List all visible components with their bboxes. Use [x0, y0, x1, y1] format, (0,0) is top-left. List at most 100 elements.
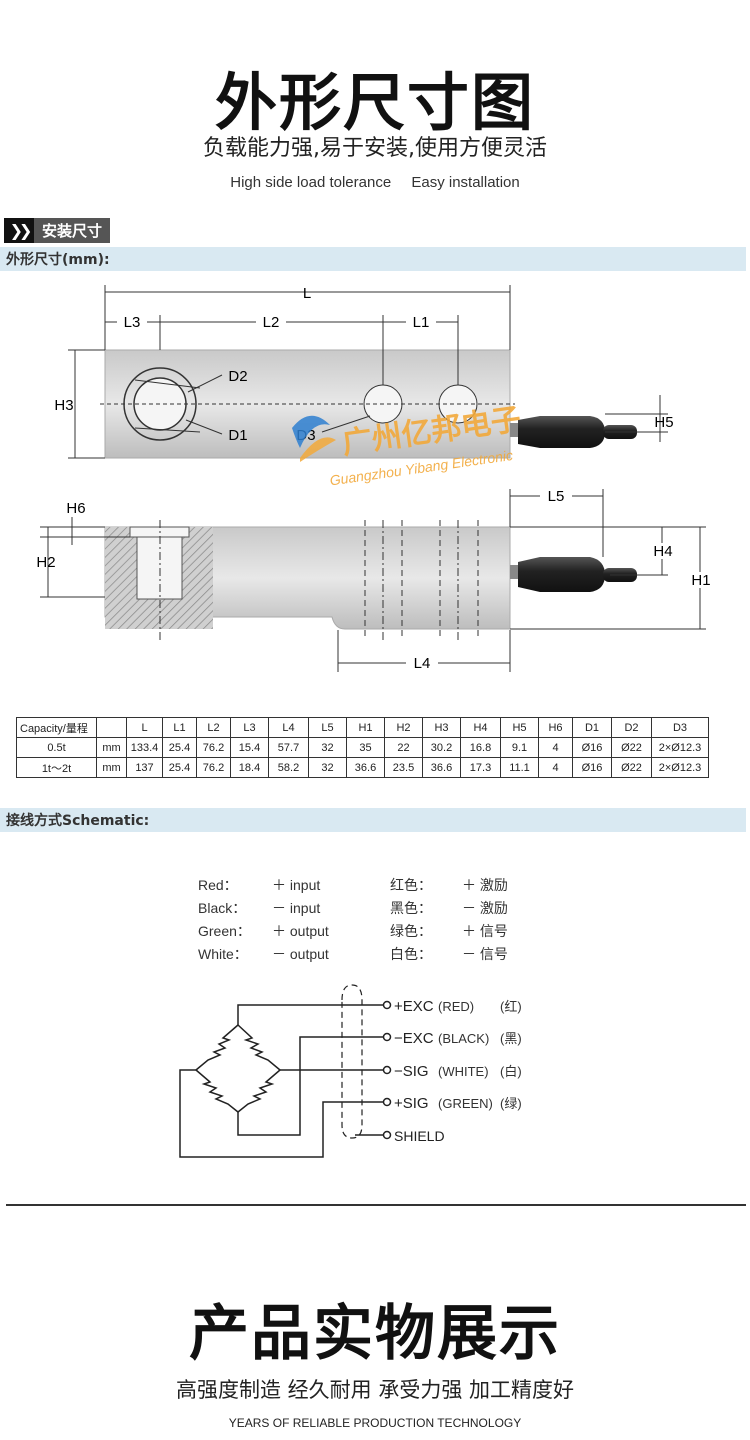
table-cell: 4 [538, 737, 573, 758]
table-row: 0.5t mm 133.4 25.4 76.2 15.4 57.7 32 35 … [16, 737, 709, 758]
table-cell: 32 [308, 757, 347, 778]
table-cell: 2×Ø12.3 [651, 757, 709, 778]
wire-sign-cn: ＋ 信号 [462, 923, 508, 939]
table-cell: 32 [308, 737, 347, 758]
page-subtitle: 负载能力强,易于安装,使用方便灵活 [203, 136, 547, 161]
table-cell: 9.1 [500, 737, 539, 758]
dim-label-H5: H5 [654, 414, 673, 431]
table-header: L [126, 717, 163, 738]
showcase-subtitle: 高强度制造 经久耐用 承受力强 加工精度好 [175, 1378, 575, 1402]
dim-label-H4: H4 [653, 543, 672, 560]
feature-2: Easy installation [411, 174, 520, 191]
wire-color-en: White： [198, 946, 248, 962]
table-header: H4 [460, 717, 501, 738]
watermark-logo-icon [292, 415, 330, 448]
terminal-signal: +EXC [394, 998, 434, 1015]
table-cell: Ø22 [611, 737, 652, 758]
dim-label-H1: H1 [691, 572, 710, 589]
table-header: D3 [651, 717, 709, 738]
showcase-title: 产品实物展示 [189, 1299, 561, 1369]
table-cell: 2×Ø12.3 [651, 737, 709, 758]
dimension-drawing: L L3 L2 L1 H3 D2 D1 D3 H5 广州亿邦电子 Guangzh… [36, 285, 716, 672]
table-header-row: Capacity/量程 L L1 L2 L3 L4 L5 H1 H2 H3 H4… [16, 717, 709, 738]
table-cell: 22 [384, 737, 423, 758]
terminal-color: (RED) [438, 999, 474, 1014]
table-header: D2 [611, 717, 652, 738]
wire-color-cn: 白色： [390, 946, 432, 962]
table-header: H6 [538, 717, 573, 738]
table-header: D1 [572, 717, 612, 738]
double-chevron-icon: ❯❯ [4, 218, 34, 243]
table-cell: 16.8 [460, 737, 501, 758]
table-cell: 35 [346, 737, 385, 758]
dim-label-H2: H2 [36, 554, 55, 571]
feature-tagline: High side load tolerance Easy installati… [0, 174, 750, 191]
table-cell: Ø16 [572, 737, 612, 758]
table-header: H5 [500, 717, 539, 738]
dim-label-L5: L5 [548, 488, 565, 505]
terminal-signal: SHIELD [394, 1128, 445, 1144]
dim-label-L3: L3 [124, 314, 141, 331]
wire-color-cn: 绿色： [390, 923, 432, 939]
terminal-color: (WHITE) [438, 1064, 489, 1079]
terminal-node [382, 1032, 392, 1042]
section-tag: ❯❯ 安装尺寸 [4, 218, 111, 243]
table-cell: Ø16 [572, 757, 612, 778]
terminal-signal: −SIG [394, 1063, 429, 1080]
terminal-color-cn: (黑) [500, 1031, 522, 1046]
terminal-color: (GREEN) [438, 1096, 493, 1111]
dim-label-H3: H3 [54, 397, 73, 414]
dim-label-L1: L1 [413, 314, 430, 331]
table-cell: 58.2 [268, 757, 309, 778]
wire-sign-cn: － 激励 [462, 900, 508, 916]
dim-label-D1: D1 [228, 427, 247, 444]
table-cell: 57.7 [268, 737, 309, 758]
dim-label-L4: L4 [414, 655, 431, 672]
table-cell: mm [96, 757, 127, 778]
table-header: H3 [422, 717, 461, 738]
table-header: Capacity/量程 [16, 717, 97, 738]
terminal-color-cn: (白) [500, 1064, 522, 1079]
table-cell: 133.4 [126, 737, 163, 758]
table-header: L3 [230, 717, 269, 738]
table-row: 1t～2t mm 137 25.4 76.2 18.4 58.2 32 36.6… [16, 757, 709, 778]
table-cell: 76.2 [196, 737, 231, 758]
section-divider [6, 1204, 746, 1206]
terminal-color-cn: (绿) [500, 1096, 522, 1111]
table-header [96, 717, 127, 738]
table-cell: 1t～2t [16, 757, 97, 778]
dim-label-H6: H6 [66, 500, 85, 517]
table-cell: 30.2 [422, 737, 461, 758]
wire-sign-cn: － 信号 [462, 946, 508, 962]
showcase-tagline: YEARS OF RELIABLE PRODUCTION TECHNOLOGY [228, 1416, 522, 1430]
wire-sign-en: ＋ output [272, 923, 329, 939]
table-header: H2 [384, 717, 423, 738]
table-cell: 0.5t [16, 737, 97, 758]
table-cell: Ø22 [611, 757, 652, 778]
schematic-band: 接线方式Schematic: [0, 808, 746, 832]
terminal-color-cn: (红) [500, 999, 522, 1014]
table-cell: 18.4 [230, 757, 269, 778]
table-cell: 23.5 [384, 757, 423, 778]
section-tag-label: 安装尺寸 [34, 218, 111, 243]
table-cell: 76.2 [196, 757, 231, 778]
dim-label-D2: D2 [228, 368, 247, 385]
terminal-signal: −EXC [394, 1030, 434, 1047]
spec-table: Capacity/量程 L L1 L2 L3 L4 L5 H1 H2 H3 H4… [16, 717, 709, 778]
terminal-signal: +SIG [394, 1095, 429, 1112]
terminal-node [382, 1097, 392, 1107]
table-cell: 137 [126, 757, 163, 778]
wire-color-cn: 红色： [390, 877, 432, 893]
table-header: L4 [268, 717, 309, 738]
feature-1: High side load tolerance [230, 174, 392, 191]
wire-color-en: Black： [198, 900, 247, 916]
page-title: 外形尺寸图 [214, 66, 535, 139]
wire-color-cn: 黑色： [390, 900, 432, 916]
table-header: L5 [308, 717, 347, 738]
table-cell: 11.1 [500, 757, 539, 778]
wire-sign-cn: ＋ 激励 [462, 877, 508, 893]
terminal-node [382, 1130, 392, 1140]
dim-label-L: L [303, 285, 311, 302]
bridge-schematic: +EXC (RED) (红) −EXC (BLACK) (黑) −SIG (WH… [179, 984, 522, 1158]
wire-color-en: Red： [198, 877, 238, 893]
